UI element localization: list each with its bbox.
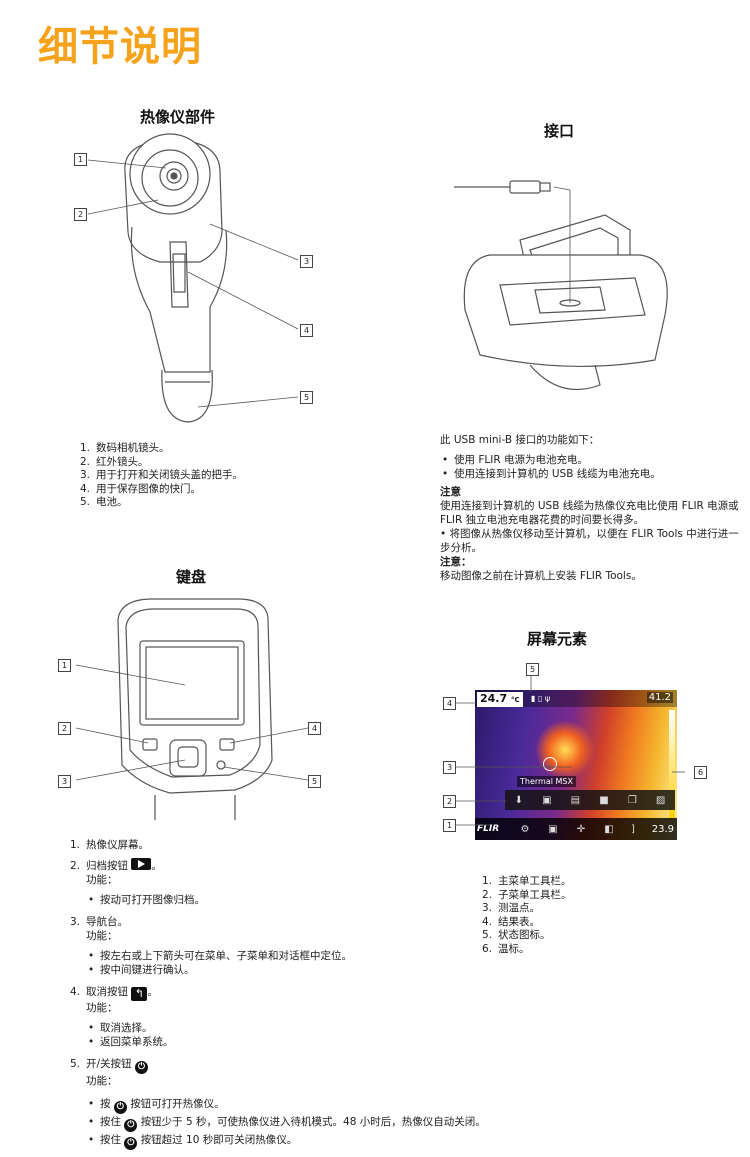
scale-min: 23.9 xyxy=(651,823,674,835)
submenu-toolbar[interactable]: ⬇ ▣ ▤ ■ ❐ ▨ xyxy=(505,790,675,810)
power-bullet: 按住 ⏻ 按钮超过 10 秒即可关闭热像仪。 xyxy=(88,1132,510,1150)
page-title: 细节说明 xyxy=(38,24,202,70)
screen-callout-6: 6 xyxy=(694,766,707,779)
list-item: 3.用于打开和关闭镜头盖的把手。 xyxy=(80,469,243,481)
note-text: 使用连接到计算机的 USB 线缆为热像仪充电比使用 FLIR 电源或 FLIR … xyxy=(440,500,739,526)
screen-callout-1: 1 xyxy=(443,819,456,832)
parts-callout-1: 1 xyxy=(74,153,87,166)
note-label: 注意： xyxy=(440,556,472,568)
screen-callout-5: 5 xyxy=(526,663,539,676)
temp-value: 24.7 xyxy=(480,692,508,705)
keypad-callout-2: 2 xyxy=(58,722,71,735)
list-item: 4.用于保存图像的快门。 xyxy=(80,482,201,495)
power-bullet: 按住 ⏻ 按钮少于 5 秒，可使热像仪进入待机模式。48 小时后，热像仪自动关闭… xyxy=(88,1114,510,1132)
mode-label: Thermal MSX xyxy=(517,776,576,787)
interface-title: 接口 xyxy=(544,122,575,140)
keypad-bullet: 取消选择。 xyxy=(88,1021,510,1035)
image-mode-icon[interactable]: ▤ xyxy=(570,794,581,806)
screen-title: 屏幕元素 xyxy=(527,630,588,648)
keypad-illustration xyxy=(75,598,309,820)
parts-title: 热像仪部件 xyxy=(140,108,216,126)
heat-spot xyxy=(535,720,595,780)
function-label: 功能： xyxy=(86,1002,118,1014)
interface-bullet-3: • 将图像从热像仪移动至计算机，以便在 FLIR Tools 中进行进一步分析。 xyxy=(440,528,739,554)
spot-meter xyxy=(543,757,557,771)
list-item: 4.结果表。 xyxy=(482,915,540,928)
screen-leader-lines xyxy=(456,675,685,826)
list-item: 5.开/关按钮 ⏻ xyxy=(70,1057,510,1074)
screen-callout-4: 4 xyxy=(443,697,456,710)
screen-callout-3: 3 xyxy=(443,761,456,774)
cancel-icon: ↰ xyxy=(131,987,148,1001)
gear-icon[interactable]: ⚙ xyxy=(520,823,530,835)
power-icon: ⏻ xyxy=(124,1119,138,1132)
power-icon: ⏻ xyxy=(134,1061,148,1074)
function-label: 功能： xyxy=(86,930,118,942)
function-label: 功能： xyxy=(86,1075,118,1087)
result-table: 24.7 °C xyxy=(477,692,523,707)
function-label: 功能： xyxy=(86,874,118,886)
status-icons: ▮ ▯ ψ xyxy=(531,694,551,703)
list-item: 3.测温点。 xyxy=(482,902,540,914)
power-icon: ⏻ xyxy=(124,1137,138,1150)
temperature-scale xyxy=(669,710,675,820)
interface-bullet: 使用连接到计算机的 USB 线缆为电池充电。 xyxy=(442,467,740,481)
parts-callout-3: 3 xyxy=(300,255,313,268)
power-bullet: 按 ⏻ 按钮可打开热像仪。 xyxy=(88,1096,510,1114)
screen-list: 1.主菜单工具栏。 2.子菜单工具栏。 3.测温点。 4.结果表。 5.状态图标… xyxy=(482,875,572,956)
interface-intro: 此 USB mini-B 接口的功能如下： xyxy=(440,434,600,446)
screen-callout-2: 2 xyxy=(443,795,456,808)
list-item: 5.电池。 xyxy=(80,496,128,508)
status-bar xyxy=(475,690,677,707)
power-icon: ⏻ xyxy=(113,1101,127,1114)
usb-port-illustration xyxy=(454,180,668,391)
parts-callout-2: 2 xyxy=(74,208,87,221)
image-mode-icon[interactable]: ❐ xyxy=(627,794,637,806)
parts-callout-5: 5 xyxy=(300,391,313,404)
image-mode-icon[interactable]: ▣ xyxy=(548,823,558,835)
scale-max: 41.2 xyxy=(646,692,673,703)
arrow-down-icon[interactable]: ⬇ xyxy=(514,794,523,806)
keypad-bullet: 按左右或上下箭头可在菜单、子菜单和对话框中定位。 xyxy=(88,949,510,963)
image-mode-icon[interactable]: ▨ xyxy=(655,794,666,806)
flir-logo: FLIR xyxy=(477,824,500,834)
note-label: 注意 xyxy=(440,486,461,498)
list-item: 1.热像仪屏幕。 xyxy=(70,839,149,851)
note-text: 移动图像之前在计算机上安装 FLIR Tools。 xyxy=(440,570,642,582)
list-item: 4.取消按钮 ↰。 xyxy=(70,986,158,1001)
keypad-callout-4: 4 xyxy=(308,722,321,735)
camera-parts-illustration xyxy=(87,133,299,423)
parts-callout-4: 4 xyxy=(300,324,313,337)
keypad-title: 键盘 xyxy=(176,568,207,586)
level-icon[interactable]: ] xyxy=(631,823,635,835)
archive-icon xyxy=(131,858,152,870)
list-item: 6.温标。 xyxy=(482,942,530,955)
list-item: 1.数码相机镜头。 xyxy=(80,442,170,454)
list-item: 2.归档按钮 。 xyxy=(70,858,162,872)
keypad-bullet: 返回菜单系统。 xyxy=(88,1035,510,1049)
parts-list: 1.数码相机镜头。 2.红外镜头。 3.用于打开和关闭镜头盖的把手。 4.用于保… xyxy=(80,442,243,510)
keypad-bullet: 按中间键进行确认。 xyxy=(88,963,510,977)
interface-text: 此 USB mini-B 接口的功能如下： 使用 FLIR 电源为电池充电。 使… xyxy=(440,433,740,583)
list-item: 2.子菜单工具栏。 xyxy=(482,888,572,901)
keypad-callout-1: 1 xyxy=(58,659,71,672)
crosshair-icon[interactable]: ✛ xyxy=(576,823,586,835)
palette-icon[interactable]: ◧ xyxy=(604,823,614,835)
temp-unit: °C xyxy=(510,696,520,704)
list-item: 5.状态图标。 xyxy=(482,929,551,941)
list-item: 3.导航台。 xyxy=(70,916,128,928)
interface-bullet: 使用 FLIR 电源为电池充电。 xyxy=(442,453,740,467)
thermal-screen: 24.7 °C ▮ ▯ ψ 41.2 Thermal MSX ⬇ ▣ ▤ ■ ❐… xyxy=(475,690,677,840)
keypad-callout-3: 3 xyxy=(58,775,71,788)
main-menu-toolbar[interactable]: FLIR ⚙ ▣ ✛ ◧ ] 23.9 xyxy=(475,818,677,840)
image-mode-icon[interactable]: ■ xyxy=(599,794,609,806)
keypad-bullet: 按动可打开图像归档。 xyxy=(88,893,510,907)
list-item: 2.红外镜头。 xyxy=(80,455,149,468)
list-item: 1.主菜单工具栏。 xyxy=(482,875,572,887)
keypad-callout-5: 5 xyxy=(308,775,321,788)
keypad-list: 1.热像仪屏幕。 2.归档按钮 。 功能： 按动可打开图像归档。 3.导航台。 … xyxy=(70,838,510,1150)
image-mode-icon[interactable]: ▣ xyxy=(542,794,552,806)
